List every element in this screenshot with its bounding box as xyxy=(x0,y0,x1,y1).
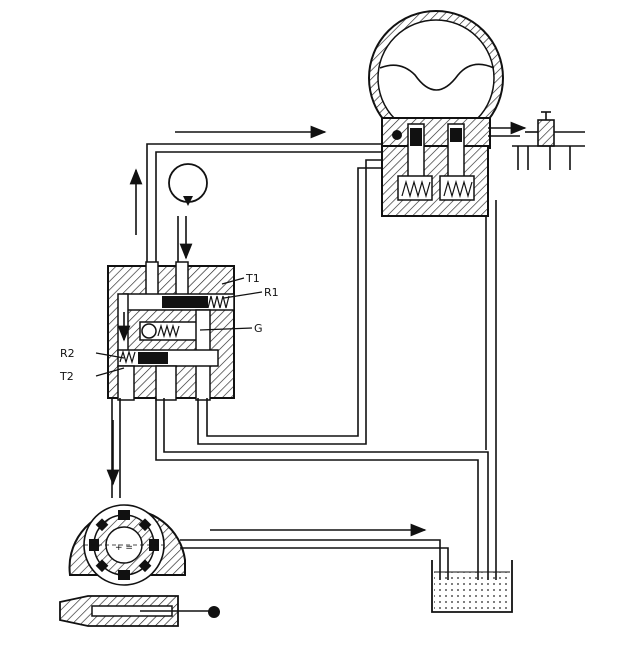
outlet-valve xyxy=(488,111,585,170)
label-leaders xyxy=(95,277,263,377)
label-t2: T2 xyxy=(59,370,74,383)
spring-r2 xyxy=(119,349,136,365)
piston-t1 xyxy=(162,296,208,308)
cutout-spring-left xyxy=(401,179,431,199)
accumulator-diaphragm xyxy=(379,63,495,91)
svg-text:+ =: + = xyxy=(115,543,133,553)
supply-line-top xyxy=(129,125,382,268)
label-r1: R1 xyxy=(264,286,279,299)
cutout-spring-right xyxy=(443,179,473,199)
label-t1: T1 xyxy=(245,272,260,285)
pressure-gauge xyxy=(168,163,208,268)
hydraulic-pump: + = xyxy=(68,504,449,586)
unloader-valve-body xyxy=(107,261,235,401)
accumulator xyxy=(368,10,504,149)
hand-pump-knob xyxy=(208,606,220,618)
piston-t2 xyxy=(138,352,168,364)
hand-pump xyxy=(59,595,220,627)
reservoir xyxy=(431,560,513,613)
label-r2: R2 xyxy=(60,347,75,360)
cutout-valve-block xyxy=(381,123,489,217)
ball-g xyxy=(141,323,157,339)
spring-r1 xyxy=(207,295,230,309)
check-ball xyxy=(392,130,402,140)
return-pipes xyxy=(106,159,497,580)
label-g: G xyxy=(254,322,263,335)
